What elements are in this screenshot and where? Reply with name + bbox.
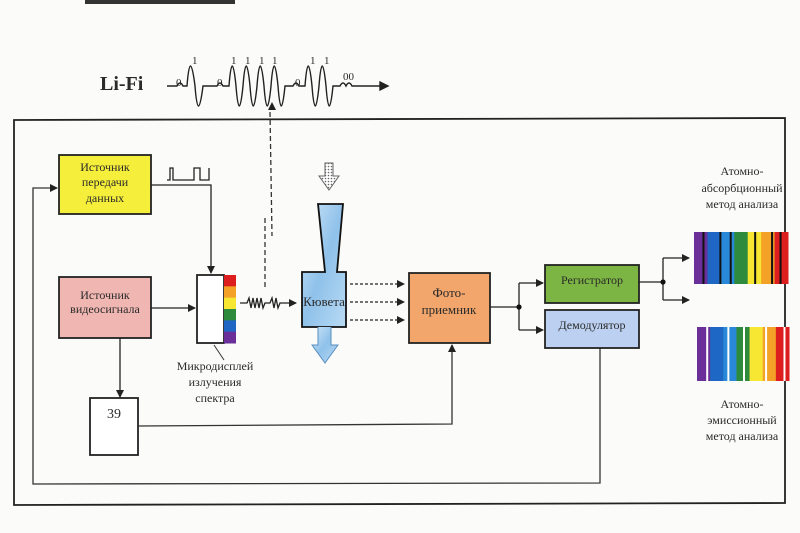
absorption-spectrum: [694, 232, 789, 284]
bit-1: 1: [245, 55, 251, 67]
spectral-line: [727, 327, 730, 381]
spectral-line: [771, 232, 774, 284]
microdisplay-color-band: [224, 275, 236, 287]
bit-00: 00: [343, 71, 355, 83]
photoreceiver-split-lines: [490, 279, 544, 334]
lifi-waveform: [167, 65, 390, 107]
microdisplay-pointer: [213, 344, 225, 361]
absorption-label-line1: Атомно-: [721, 164, 764, 178]
39-to-photoreceiver-line: [137, 344, 456, 427]
outlet-arrow-icon: [311, 327, 339, 364]
microdisplay-spectrum: [224, 275, 236, 344]
light-signal-icon: [240, 295, 297, 311]
bit-1: 1: [259, 55, 265, 67]
cuvette[interactable]: Кювета: [301, 162, 347, 364]
spectrum-band: [734, 232, 749, 284]
registrar-output-lines: [639, 254, 690, 304]
feedback-loop: [32, 184, 601, 485]
spectrum-band: [762, 327, 777, 381]
emission-label-line2: эмиссионный: [707, 413, 777, 427]
light-rays: [350, 280, 405, 324]
spectral-line: [702, 232, 705, 284]
spectral-line: [706, 327, 709, 381]
block-39[interactable]: 39: [89, 397, 139, 456]
registrar-label: Регистратор: [561, 273, 623, 287]
emission-label-line3: метод анализа: [706, 429, 779, 443]
microdisplay-color-band: [224, 320, 236, 333]
photoreceiver-line1: Фото-: [433, 285, 466, 300]
spectral-line: [779, 232, 782, 284]
microdisplay-label-line1: Микродисплей: [177, 359, 254, 373]
lifi-label: Li-Fi: [100, 73, 144, 95]
microdisplay-label-line2: излучения: [189, 375, 242, 389]
video-source-line2: видеосигнала: [70, 302, 140, 316]
microdisplay-color-band: [224, 331, 236, 344]
split-junction: [516, 304, 522, 310]
microdisplay-color-band: [224, 297, 236, 310]
bit-0: 0: [176, 77, 182, 89]
emission-label-line1: Атомно-: [721, 397, 764, 411]
registrar-block[interactable]: Регистратор: [544, 264, 640, 304]
data-source-line2: передачи: [82, 175, 129, 189]
spectral-line: [783, 327, 786, 381]
uplink-arrowhead: [268, 102, 276, 110]
photoreceiver-line2: приемник: [422, 302, 477, 317]
bit-1: 1: [192, 55, 198, 67]
bit-1: 1: [272, 55, 278, 67]
absorption-label-line2: абсорбционный: [701, 181, 783, 195]
spectral-line: [719, 232, 722, 284]
bit-1: 1: [310, 55, 316, 67]
microdisplay[interactable]: [196, 274, 236, 344]
data-source-block[interactable]: Источник передачи данных: [58, 154, 152, 215]
data-to-display-line: [151, 184, 215, 274]
outer-frame: [13, 117, 786, 506]
emission-spectrum: [697, 327, 790, 381]
bit-1: 1: [231, 55, 237, 67]
cuvette-label: Кювета: [303, 294, 345, 309]
output-junction: [660, 279, 666, 285]
spectrum-band: [697, 327, 711, 381]
microdisplay-color-band: [224, 286, 236, 299]
bit-0: 0: [217, 77, 223, 89]
spectrum-band: [710, 327, 724, 381]
data-source-line1: Источник: [80, 160, 130, 174]
absorption-label-line3: метод анализа: [706, 197, 779, 211]
photoreceiver-block[interactable]: Фото- приемник: [408, 272, 491, 344]
microdisplay-label-line3: спектра: [195, 391, 235, 405]
data-source-line3: данных: [86, 191, 124, 205]
microdisplay-color-band: [224, 309, 236, 321]
square-pulse-icon: [167, 167, 210, 181]
spectrum-band: [749, 327, 764, 381]
video-source-block[interactable]: Источник видеосигнала: [58, 276, 152, 339]
demodulator-block[interactable]: Демодулятор: [544, 309, 640, 349]
spectrum-band: [723, 327, 737, 381]
bit-1: 1: [324, 55, 330, 67]
spectral-line: [729, 232, 732, 284]
bit-0: 0: [295, 77, 301, 89]
spectrum-band: [720, 232, 735, 284]
inlet-arrow-icon: [318, 162, 340, 191]
demodulator-label: Демодулятор: [558, 318, 625, 332]
spectrum-band: [694, 232, 708, 284]
block-39-label: 39: [107, 407, 121, 422]
dashed-uplink: [264, 111, 273, 290]
cropped-title-remnant: [85, 0, 235, 4]
spectral-line: [743, 327, 745, 381]
video-source-line1: Источник: [80, 288, 130, 302]
spectral-line: [765, 327, 768, 381]
spectrum-band: [707, 232, 722, 284]
spectrum-band: [775, 327, 790, 381]
spectral-line: [754, 232, 757, 284]
